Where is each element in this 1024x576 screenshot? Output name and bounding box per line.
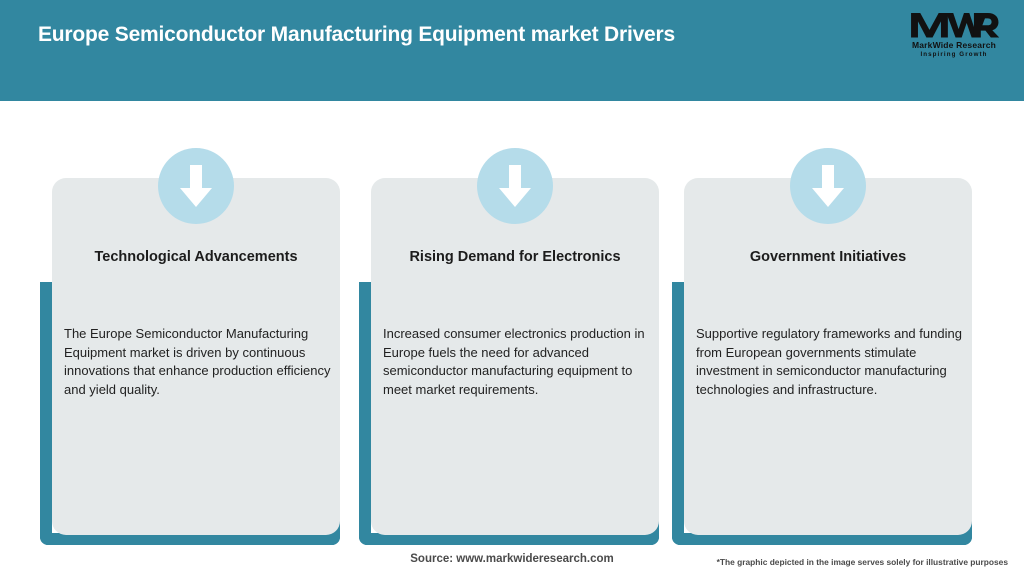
drivers-card-row: Technological Advancements The Europe Se… — [0, 101, 1024, 545]
brand-logo: MarkWide Research Inspiring Growth — [902, 8, 1006, 64]
card-title: Technological Advancements — [94, 249, 298, 265]
card-body-text: Supportive regulatory frameworks and fun… — [696, 326, 962, 397]
logo-tagline: Inspiring Growth — [920, 51, 988, 58]
arrow-down-icon — [790, 148, 866, 224]
page-title: Europe Semiconductor Manufacturing Equip… — [38, 23, 675, 46]
card-panel — [52, 178, 340, 535]
source-label: Source: www.markwideresearch.com — [410, 553, 614, 565]
card-title: Rising Demand for Electronics — [409, 249, 621, 265]
card-body-text: The Europe Semiconductor Manufacturing E… — [64, 326, 331, 397]
card-title: Government Initiatives — [749, 249, 907, 265]
mwr-logo-icon — [911, 13, 1000, 38]
driver-card-2: Rising Demand for Electronics Increased … — [359, 101, 676, 545]
driver-card-3: Government Initiatives Supportive regula… — [672, 101, 989, 545]
card-panel — [684, 178, 972, 535]
header-band: Europe Semiconductor Manufacturing Equip… — [0, 0, 1024, 101]
arrow-down-icon — [477, 148, 553, 224]
card-panel — [371, 178, 659, 535]
logo-name: MarkWide Research — [911, 40, 997, 50]
driver-card-1: Technological Advancements The Europe Se… — [40, 101, 357, 545]
arrow-down-icon — [158, 148, 234, 224]
card-body-text: Increased consumer electronics productio… — [383, 326, 645, 397]
disclaimer-note: *The graphic depicted in the image serve… — [716, 557, 1008, 567]
